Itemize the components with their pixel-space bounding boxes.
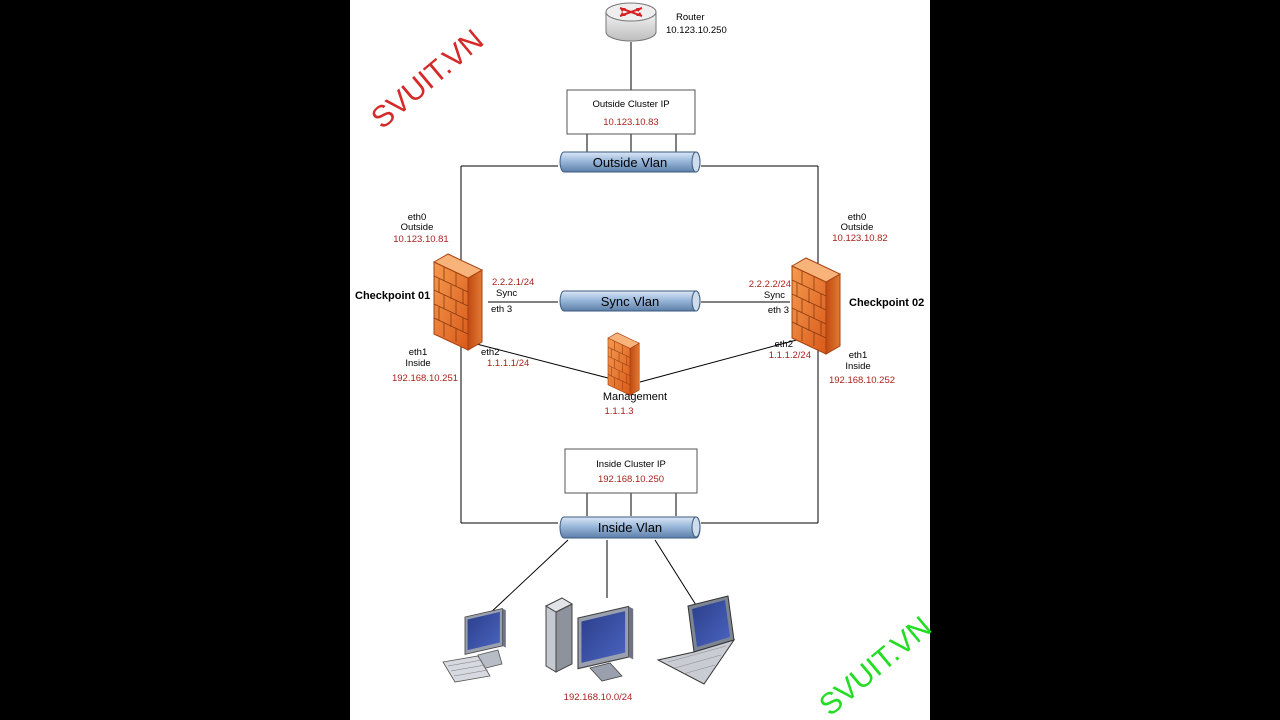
workstation-monitor-icon — [442, 608, 507, 683]
client-subnet: 192.168.10.0/24 — [564, 692, 633, 703]
cp2-sync-ip: 2.2.2.2/24 — [749, 279, 791, 290]
cp2-eth2-port: eth2 — [775, 339, 794, 350]
checkpoint-01-firewall-icon — [433, 253, 483, 351]
cp1-eth1-role: Inside — [405, 358, 430, 369]
management-ip: 1.1.1.3 — [604, 406, 633, 417]
laptop-icon — [656, 595, 736, 685]
checkpoint-01-name: Checkpoint 01 — [355, 290, 430, 302]
inside-cluster-ip: 192.168.10.250 — [598, 474, 664, 485]
management-firewall-icon — [607, 332, 640, 396]
cp1-eth2-port: eth2 — [481, 347, 500, 358]
desktop-computer-icon — [544, 597, 634, 682]
cp1-eth0-ip: 10.123.10.81 — [393, 234, 448, 245]
cp1-eth0-port: eth0 — [408, 212, 427, 223]
cp2-eth0-port: eth0 — [848, 212, 867, 223]
inside-vlan-pipe: Inside Vlan — [559, 516, 701, 539]
cp2-eth1-role: Inside — [845, 361, 870, 372]
management-name: Management — [603, 391, 667, 403]
cp2-sync-port: eth 3 — [768, 305, 789, 316]
outside-cluster-title: Outside Cluster IP — [592, 99, 669, 110]
cp1-eth1-port: eth1 — [409, 347, 428, 358]
router-name: Router — [676, 12, 705, 23]
inside-vlan-label: Inside Vlan — [598, 520, 662, 535]
cp2-eth1-port: eth1 — [849, 350, 868, 361]
checkpoint-02-name: Checkpoint 02 — [849, 297, 924, 309]
cp1-eth2-ip: 1.1.1.1/24 — [487, 358, 529, 369]
cp1-eth1-ip: 192.168.10.251 — [392, 373, 458, 384]
cp2-sync-role: Sync — [764, 290, 785, 301]
connection-lines — [460, 42, 819, 616]
cp2-eth1-ip: 192.168.10.252 — [829, 375, 895, 386]
router-ip: 10.123.10.250 — [666, 25, 727, 36]
cp1-sync-role: Sync — [496, 288, 517, 299]
cp1-sync-ip: 2.2.2.1/24 — [492, 277, 534, 288]
sync-vlan-label: Sync Vlan — [601, 294, 660, 309]
cp2-eth2-ip: 1.1.1.2/24 — [769, 350, 811, 361]
checkpoint-02-firewall-icon — [791, 257, 841, 355]
sync-vlan-pipe: Sync Vlan — [559, 290, 701, 312]
outside-cluster-ip: 10.123.10.83 — [603, 117, 658, 128]
inside-cluster-box: Inside Cluster IP 192.168.10.250 — [564, 448, 698, 494]
cp2-eth0-role: Outside — [841, 222, 874, 233]
router-icon — [605, 2, 657, 42]
cp1-eth0-role: Outside — [401, 222, 434, 233]
outside-cluster-box: Outside Cluster IP 10.123.10.83 — [566, 89, 696, 135]
outside-vlan-label: Outside Vlan — [593, 155, 667, 170]
outside-vlan-pipe: Outside Vlan — [559, 151, 701, 173]
cp2-eth0-ip: 10.123.10.82 — [832, 233, 887, 244]
inside-cluster-title: Inside Cluster IP — [596, 459, 666, 470]
cp1-sync-port: eth 3 — [491, 304, 512, 315]
